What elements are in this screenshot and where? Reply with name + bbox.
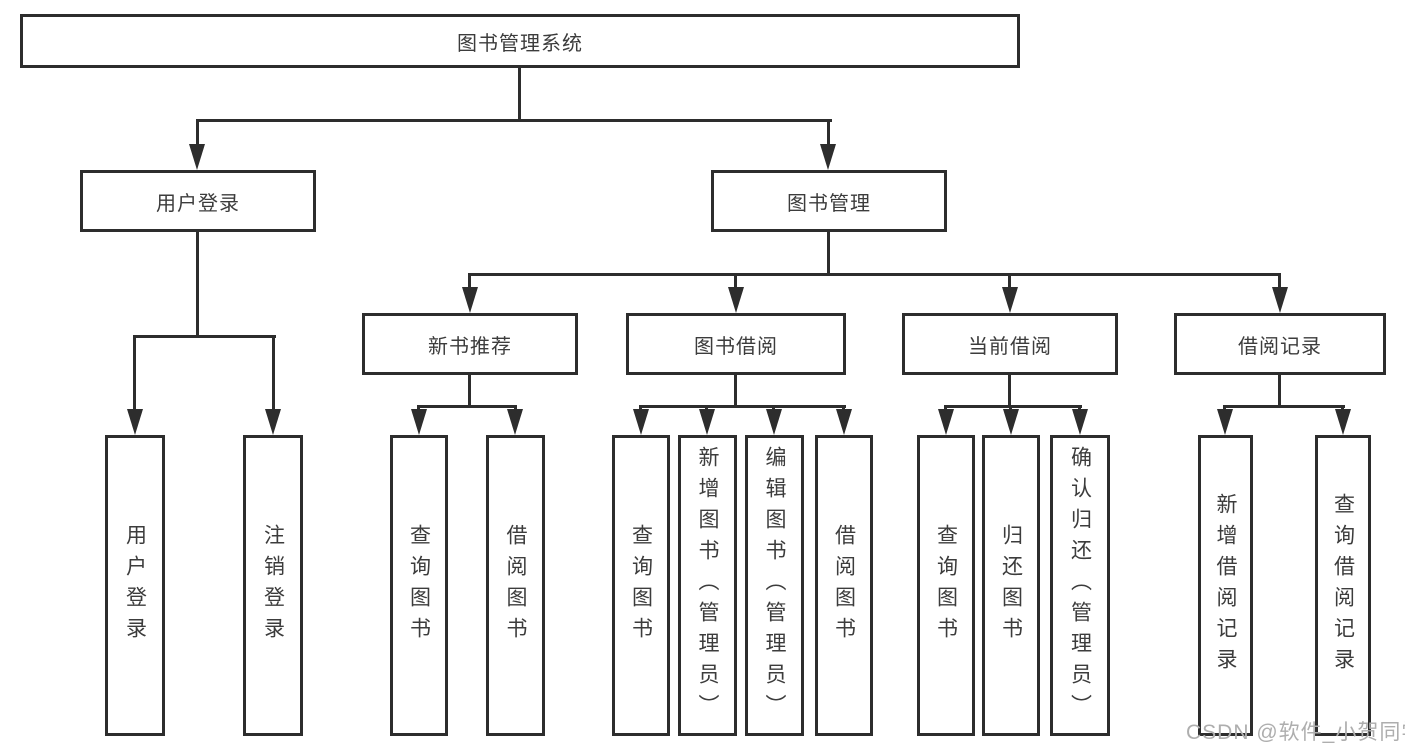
node-box-book-borrowing: 图书借阅 bbox=[626, 313, 846, 375]
connector-line bbox=[734, 273, 737, 291]
connector-line bbox=[272, 335, 275, 411]
leaf-label-edit-books-admin: 编辑图书（管理员） bbox=[763, 446, 786, 725]
node-box-new-book-recommend: 新书推荐 bbox=[362, 313, 578, 375]
connector-line bbox=[1278, 273, 1281, 291]
arrowhead-down-icon bbox=[1272, 287, 1288, 313]
arrowhead-down-icon bbox=[699, 409, 715, 435]
leaf-box-add-borrow-record: 新增借阅记录 bbox=[1198, 435, 1253, 736]
connector-line bbox=[1278, 375, 1281, 408]
arrowhead-down-icon bbox=[633, 409, 649, 435]
arrowhead-down-icon bbox=[1335, 409, 1351, 435]
arrowhead-down-icon bbox=[462, 287, 478, 313]
connector-line bbox=[196, 119, 832, 122]
leaf-box-return-books: 归还图书 bbox=[982, 435, 1040, 736]
node-label-root: 图书管理系统 bbox=[457, 32, 583, 55]
leaf-label-return-books: 归还图书 bbox=[999, 523, 1023, 648]
connector-line bbox=[639, 405, 846, 408]
connector-line bbox=[1008, 273, 1011, 291]
arrowhead-down-icon bbox=[411, 409, 427, 435]
connector-line bbox=[417, 405, 517, 408]
connector-line bbox=[133, 335, 136, 411]
connector-line bbox=[133, 335, 276, 338]
leaf-box-add-books-admin: 新增图书（管理员） bbox=[678, 435, 737, 736]
leaf-label-recommend-query-books: 查询图书 bbox=[407, 523, 431, 648]
arrowhead-down-icon bbox=[766, 409, 782, 435]
leaf-box-user-login: 用户登录 bbox=[105, 435, 165, 736]
arrowhead-down-icon bbox=[938, 409, 954, 435]
leaf-label-user-login: 用户登录 bbox=[123, 523, 147, 648]
arrowhead-down-icon bbox=[265, 409, 281, 435]
connector-line bbox=[1223, 405, 1345, 408]
arrowhead-down-icon bbox=[507, 409, 523, 435]
arrowhead-down-icon bbox=[1072, 409, 1088, 435]
leaf-label-add-borrow-record: 新增借阅记录 bbox=[1214, 492, 1237, 679]
leaf-label-logout: 注销登录 bbox=[261, 523, 285, 648]
arrowhead-down-icon bbox=[836, 409, 852, 435]
leaf-label-confirm-return-admin: 确认归还（管理员） bbox=[1068, 446, 1092, 725]
arrowhead-down-icon bbox=[1217, 409, 1233, 435]
leaf-box-confirm-return-admin: 确认归还（管理员） bbox=[1050, 435, 1110, 736]
arrowhead-down-icon bbox=[728, 287, 744, 313]
leaf-box-edit-books-admin: 编辑图书（管理员） bbox=[745, 435, 804, 736]
connector-line bbox=[468, 375, 471, 408]
connector-line bbox=[827, 119, 830, 146]
node-box-root: 图书管理系统 bbox=[20, 14, 1020, 68]
node-label-new-book-recommend: 新书推荐 bbox=[428, 335, 512, 358]
connector-line bbox=[468, 273, 1281, 276]
leaf-label-add-books-admin: 新增图书（管理员） bbox=[696, 446, 719, 725]
arrowhead-down-icon bbox=[189, 144, 205, 170]
connector-line bbox=[196, 119, 199, 146]
watermark: CSDN @软件_小贺同学 bbox=[1186, 721, 1405, 744]
node-label-user-login: 用户登录 bbox=[156, 192, 240, 215]
leaf-box-recommend-query-books: 查询图书 bbox=[390, 435, 448, 736]
leaf-label-recommend-borrow-books: 借阅图书 bbox=[504, 523, 527, 648]
connector-line bbox=[827, 231, 830, 276]
connector-line bbox=[196, 231, 199, 338]
arrowhead-down-icon bbox=[1002, 287, 1018, 313]
node-box-current-borrowing: 当前借阅 bbox=[902, 313, 1118, 375]
connector-line bbox=[734, 375, 737, 408]
leaf-box-current-query-books: 查询图书 bbox=[917, 435, 975, 736]
leaf-box-borrowing-borrow-books: 借阅图书 bbox=[815, 435, 873, 736]
arrowhead-down-icon bbox=[820, 144, 836, 170]
node-label-book-management: 图书管理 bbox=[787, 192, 871, 215]
leaf-box-query-borrow-record: 查询借阅记录 bbox=[1315, 435, 1371, 736]
leaf-box-borrowing-query-books: 查询图书 bbox=[612, 435, 670, 736]
leaf-label-borrowing-query-books: 查询图书 bbox=[629, 523, 653, 648]
leaf-label-borrowing-borrow-books: 借阅图书 bbox=[832, 523, 856, 648]
connector-line bbox=[468, 273, 471, 291]
leaf-label-current-query-books: 查询图书 bbox=[934, 523, 958, 648]
node-label-book-borrowing: 图书借阅 bbox=[694, 335, 778, 358]
node-box-book-management: 图书管理 bbox=[711, 170, 947, 232]
leaf-label-query-borrow-record: 查询借阅记录 bbox=[1331, 492, 1355, 679]
connector-line bbox=[944, 405, 1082, 408]
connector-line bbox=[518, 68, 521, 122]
node-label-current-borrowing: 当前借阅 bbox=[968, 335, 1052, 358]
arrowhead-down-icon bbox=[1003, 409, 1019, 435]
node-label-borrowing-records: 借阅记录 bbox=[1238, 335, 1322, 358]
leaf-box-logout: 注销登录 bbox=[243, 435, 303, 736]
arrowhead-down-icon bbox=[127, 409, 143, 435]
node-box-user-login: 用户登录 bbox=[80, 170, 316, 232]
leaf-box-recommend-borrow-books: 借阅图书 bbox=[486, 435, 545, 736]
node-box-borrowing-records: 借阅记录 bbox=[1174, 313, 1386, 375]
connector-line bbox=[1008, 375, 1011, 408]
